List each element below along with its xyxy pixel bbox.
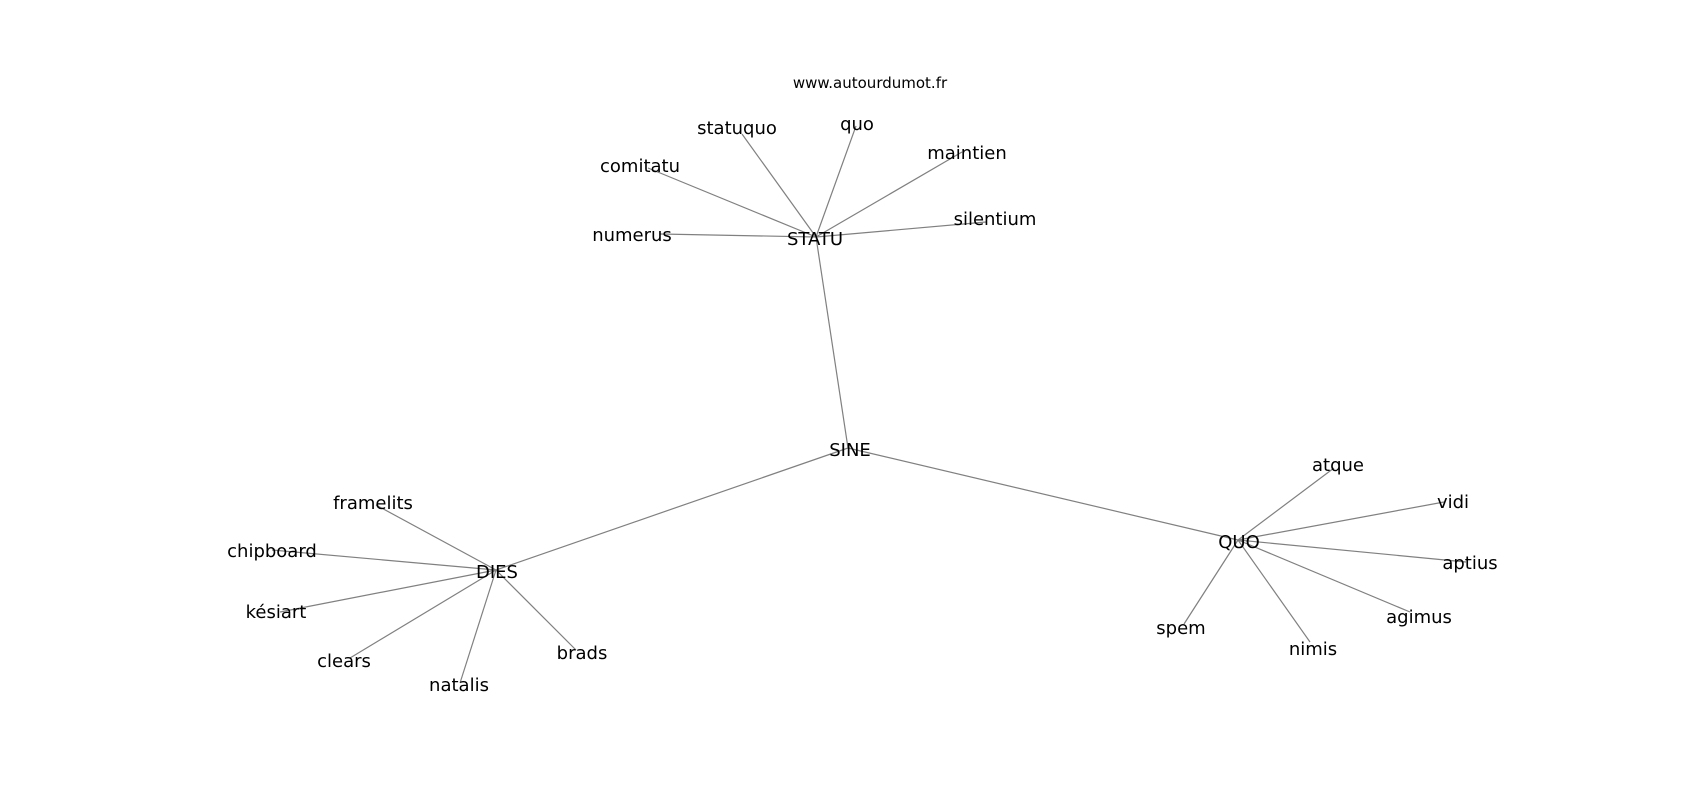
node-leaf-framelits: framelits [333,493,413,514]
node-leaf-statuquo: statuquo [697,118,777,139]
edge-statu-statuquo [741,133,817,238]
edge-dies-kesiart [279,569,497,613]
edge-sine-quo [847,447,1239,541]
node-leaf-comitatu: comitatu [600,156,680,177]
edge-statu-silentium [815,221,987,238]
node-leaf-brads: brads [557,643,608,664]
node-leaf-spem: spem [1156,618,1205,639]
node-leaf-nimis: nimis [1289,639,1337,660]
edge-dies-framelits [375,504,497,571]
graph-edges [271,125,1467,684]
node-leaf-chipboard: chipboard [227,541,317,562]
node-hub-statu: STATU [787,229,843,250]
edge-dies-clears [349,569,497,659]
node-leaf-quo: quo [840,114,874,135]
node-leaf-aptius: aptius [1442,553,1497,574]
node-leaf-kesiart: késiart [246,602,307,623]
node-leaf-vidi: vidi [1437,492,1469,513]
edge-statu-maintien [815,151,963,238]
node-leaf-clears: clears [317,651,371,672]
edge-dies-brads [495,569,577,651]
node-leaf-natalis: natalis [429,675,489,696]
node-hub-quo: QUO [1218,532,1260,553]
edge-quo-atque [1237,467,1335,541]
edge-quo-spem [1183,539,1239,625]
node-center: SINE [829,440,871,461]
edge-dies-chipboard [271,549,497,571]
edge-sine-statu [815,236,849,449]
node-hub-dies: DIES [476,562,518,583]
node-leaf-atque: atque [1312,455,1364,476]
graph-labels: www.autourdumot.fr SINE STATU numerus co… [227,74,1498,696]
edge-quo-nimis [1237,539,1311,643]
edge-dies-natalis [459,569,497,684]
edge-quo-vidi [1237,501,1445,541]
node-leaf-maintien: maintien [927,143,1007,164]
edge-quo-agimus [1237,539,1411,613]
site-credit: www.autourdumot.fr [793,74,948,92]
edge-statu-comitatu [647,167,817,238]
edge-statu-quo [815,125,857,238]
edge-statu-numerus [659,233,817,238]
node-leaf-silentium: silentium [954,209,1037,230]
edge-sine-dies [495,447,849,571]
edge-quo-aptius [1237,539,1467,563]
node-leaf-numerus: numerus [592,225,672,246]
node-leaf-agimus: agimus [1386,607,1452,628]
